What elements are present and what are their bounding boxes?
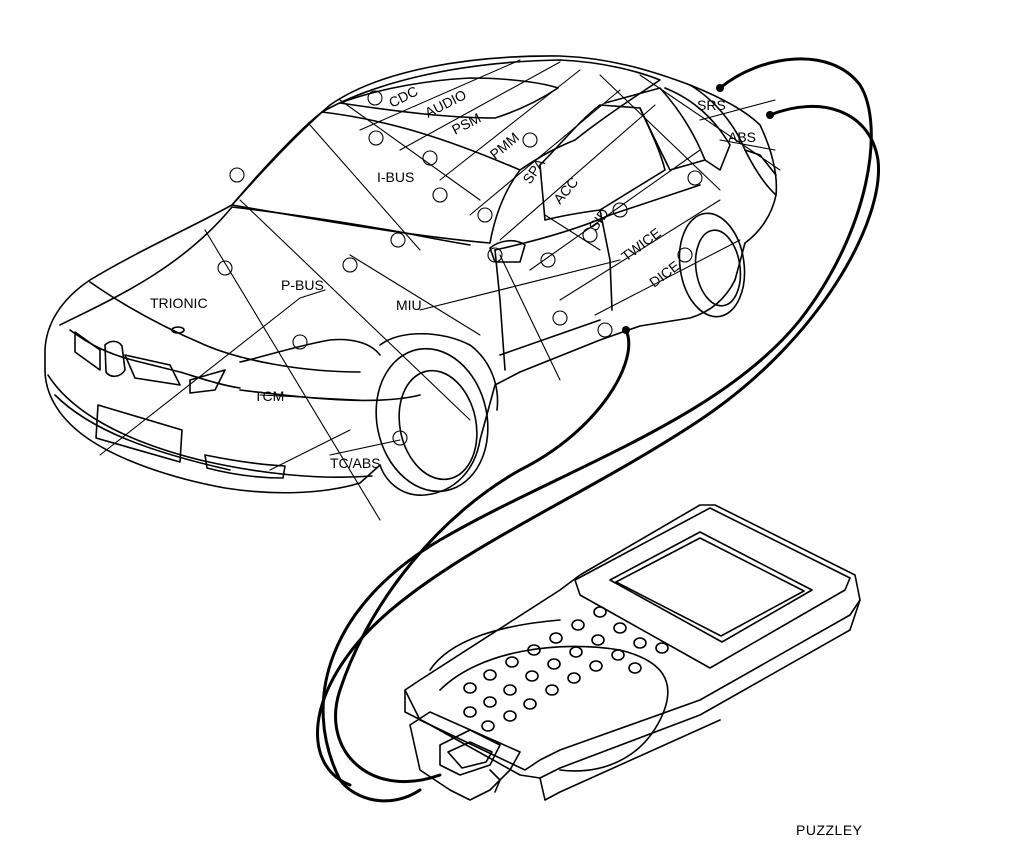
cable-to-abs [316,104,881,787]
label-dice: DICE [646,257,682,290]
car-outline [44,55,778,496]
label-p-bus: P-BUS [281,277,324,293]
label-i-bus: I-BUS [377,169,414,185]
label-spa: SPA [519,155,548,187]
label-srs: SRS [697,97,726,113]
diagnostic-cables [316,57,881,803]
hood-emblem [171,326,185,334]
label-abs: ABS [728,129,756,145]
label-acc: ACC [550,174,581,207]
tool-screen [609,531,813,643]
cable-to-srs [321,57,873,803]
label-tc-abs: TC/ABS [330,455,381,471]
label-tcm: TCM [254,388,284,404]
label-pmm: PMM [487,129,522,162]
label-cdc: CDC [386,83,420,111]
label-miu: MIU [396,297,422,313]
diagnostic-tool [404,504,861,801]
tool-keypad [463,606,669,732]
label-trionic: TRIONIC [150,295,208,311]
diagram-caption: PUZZLEY [796,822,863,838]
module-labels: CDC AUDIO PSM PMM SPA ACC SID TWICE DICE… [150,83,756,471]
label-sid: SID [585,205,611,233]
cable-to-dice [334,328,631,784]
label-twice: TWICE [618,224,664,264]
puzzle-connectors [217,90,703,446]
label-psm: PSM [449,110,483,138]
network-grid-lines [99,59,781,521]
